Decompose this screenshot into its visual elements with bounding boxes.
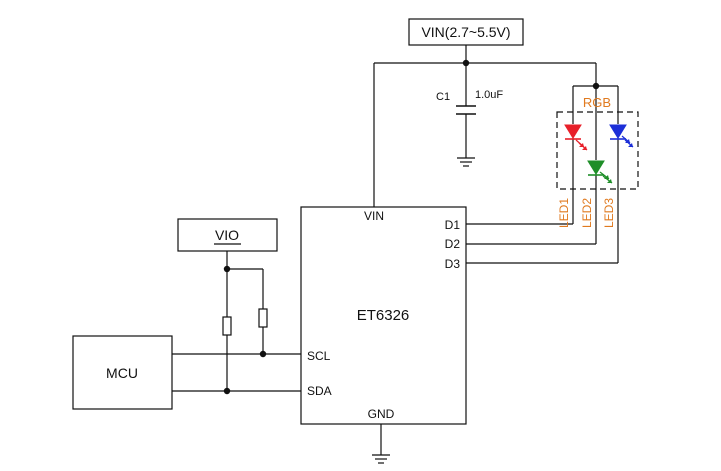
vio-junction-dot <box>223 265 231 273</box>
led1-red-icon <box>564 124 588 151</box>
rgb-label: RGB <box>583 95 611 110</box>
chip-pin-gnd: GND <box>368 407 395 421</box>
chip-pin-scl: SCL <box>307 349 331 363</box>
chip-pin-d3: D3 <box>445 257 461 271</box>
capacitor-value-label: 1.0uF <box>475 89 503 101</box>
vin-led-junction-dot <box>592 82 600 90</box>
vio-supply-box <box>177 218 278 252</box>
pullup-resistor-scl <box>258 308 268 328</box>
led3-label: LED3 <box>602 198 616 228</box>
led2-label: LED2 <box>580 198 594 228</box>
sda-junction-dot <box>223 387 231 395</box>
i2c-bus-wires <box>172 353 301 392</box>
pullup-resistor-sda <box>222 316 232 336</box>
chip-pin-vin: VIN <box>364 209 384 223</box>
mcu-box <box>72 335 173 410</box>
capacitor-c1-symbol <box>456 105 476 115</box>
rgb-led-package-outline <box>556 111 639 190</box>
led3-blue-icon <box>609 124 634 148</box>
chip-name-label: ET6326 <box>357 307 410 324</box>
vin-supply-box <box>408 18 524 46</box>
chip-pin-d2: D2 <box>445 237 461 251</box>
vin-junction-dot <box>462 59 470 67</box>
chip-pin-sda: SDA <box>307 384 332 398</box>
vio-supply-label: VIO <box>215 227 239 243</box>
vin-supply-label: VIN(2.7~5.5V) <box>421 24 510 40</box>
chip-pin-d1: D1 <box>445 218 461 232</box>
led1-label: LED1 <box>557 198 571 228</box>
capacitor-ground-icon <box>457 157 475 167</box>
scl-junction-dot <box>259 350 267 358</box>
capacitor-ref-label: C1 <box>436 91 450 103</box>
chip-ground-icon <box>372 454 390 464</box>
led2-green-icon <box>587 160 613 184</box>
mcu-label: MCU <box>106 365 138 381</box>
et6326-chip-body <box>300 206 467 425</box>
pullup-wires <box>226 251 264 391</box>
